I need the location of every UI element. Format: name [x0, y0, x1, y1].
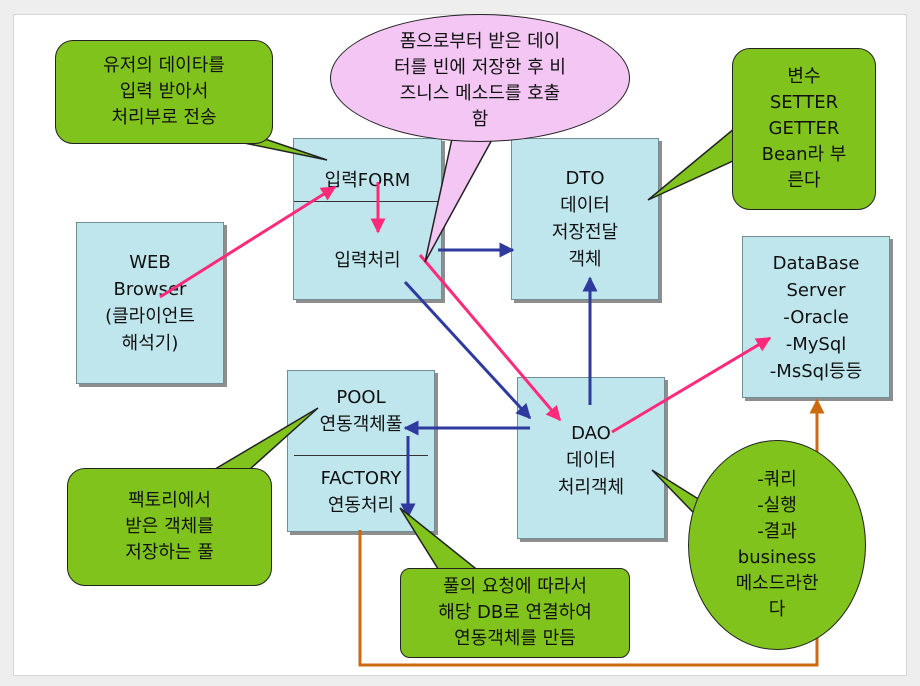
input-process-label: 입력처리 — [334, 250, 401, 271]
pool-factory-box: POOL 연동객체풀 FACTORY 연동처리 — [287, 370, 435, 532]
input-form-box: 입력FORM 입력처리 — [293, 138, 442, 300]
dto-box: DTO 데이터 저장전달 객체 — [511, 138, 659, 300]
factory-pool-callout: 팩토리에서 받은 객체를 저장하는 풀 — [67, 468, 272, 586]
business-callout: -쿼리 -실행 -결과 business 메소드라한 다 — [688, 440, 866, 650]
database-server-label: DataBase Server -Oracle -MySql -MsSql등등 — [769, 253, 863, 382]
form-bean-callout: 폼으로부터 받은 데이 터를 빈에 저장한 후 비 즈니스 메소드를 호출 함 — [330, 14, 630, 142]
input-form-divider — [294, 201, 441, 202]
user-data-callout: 유저의 데이타를 입력 받아서 처리부로 전송 — [55, 40, 273, 144]
pool-label: POOL 연동객체풀 — [319, 387, 403, 435]
database-server-box: DataBase Server -Oracle -MySql -MsSql등등 — [742, 236, 890, 398]
pool-factory-divider — [294, 455, 428, 456]
pool-request-callout: 풀의 요청에 따라서 해당 DB로 연결하여 연동객체를 만듬 — [400, 568, 630, 658]
dao-label: DAO 데이터 처리객체 — [557, 423, 625, 498]
factory-label: FACTORY 연동처리 — [320, 468, 402, 516]
dao-box: DAO 데이터 처리객체 — [517, 377, 665, 539]
web-browser-box: WEB Browser (클라이언트 해석기) — [76, 222, 224, 384]
input-form-label: 입력FORM — [324, 170, 411, 191]
web-browser-label: WEB Browser (클라이언트 해석기) — [105, 252, 195, 354]
bean-callout: 변수 SETTER GETTER Bean라 부 른다 — [732, 48, 876, 210]
dto-label: DTO 데이터 저장전달 객체 — [551, 168, 619, 270]
